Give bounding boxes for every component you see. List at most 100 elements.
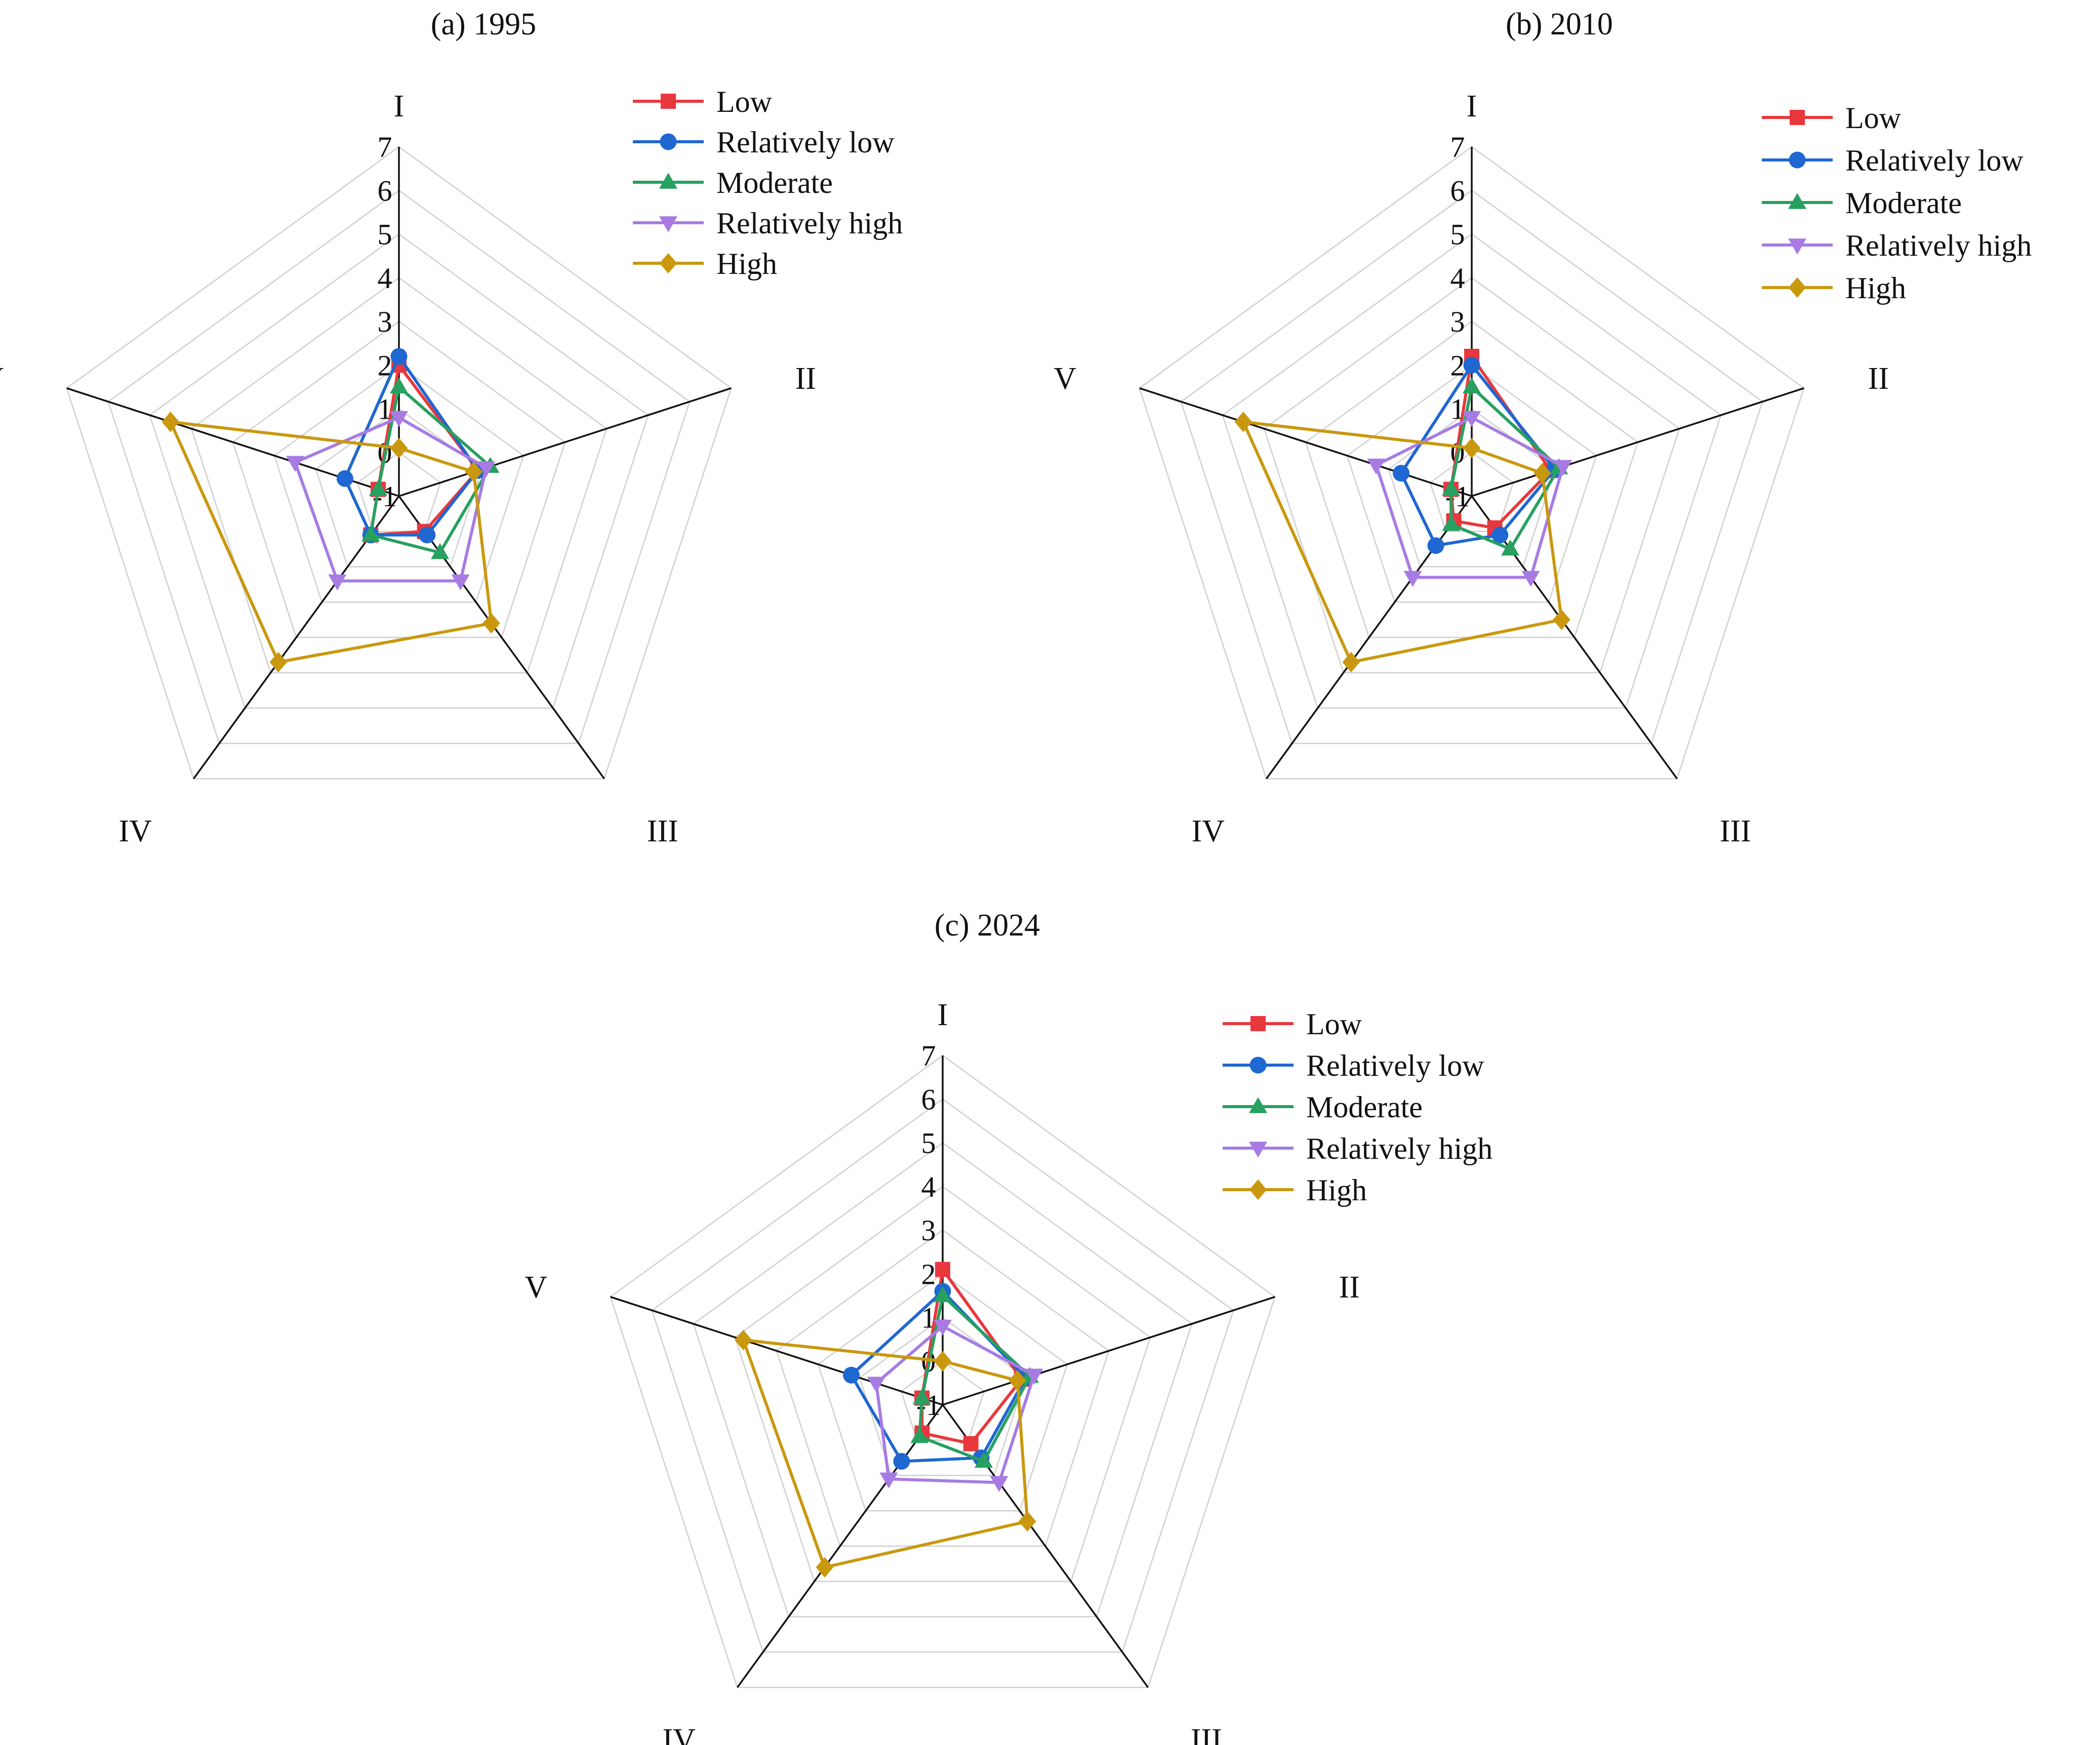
- grid-ring: [1180, 189, 1763, 744]
- axis-spoke: [737, 1404, 944, 1688]
- tick-label: 5: [378, 218, 392, 251]
- legend-marker: [1790, 110, 1805, 125]
- series-line-triangle-up: [1449, 385, 1561, 551]
- grid-ring: [66, 146, 732, 780]
- tick-label: 4: [378, 262, 392, 295]
- axis-spoke: [193, 495, 400, 780]
- legend-marker: [1788, 193, 1806, 209]
- grid-ring: [734, 1186, 1151, 1582]
- data-point: [990, 1476, 1008, 1492]
- axis-label: IV: [118, 814, 152, 848]
- tick-label: 4: [921, 1170, 936, 1203]
- data-point: [1342, 652, 1360, 673]
- data-point: [390, 437, 408, 459]
- grid-ring: [1346, 364, 1597, 603]
- legend-label: Relatively high: [1306, 1132, 1492, 1165]
- data-point: [361, 525, 380, 542]
- legend-marker: [1788, 238, 1806, 255]
- data-point: [336, 470, 353, 487]
- legend-label: Relatively low: [1306, 1049, 1484, 1082]
- axis-spoke: [1471, 495, 1678, 780]
- legend-marker: [1250, 1016, 1266, 1031]
- data-point: [328, 574, 347, 591]
- axis-label: V: [524, 1270, 547, 1305]
- tick-label: 7: [1450, 131, 1465, 164]
- data-point: [431, 543, 450, 559]
- axis-spoke: [1471, 387, 1804, 497]
- legend-label: High: [716, 247, 777, 280]
- data-point: [369, 479, 387, 496]
- legend-label: Low: [1845, 101, 1902, 135]
- data-point: [934, 1351, 952, 1371]
- data-point: [935, 1262, 950, 1277]
- tick-label: 7: [921, 1039, 936, 1072]
- data-point: [1463, 411, 1481, 427]
- data-point: [286, 456, 304, 472]
- series-line-diamond: [169, 420, 493, 664]
- legend-label: Moderate: [1306, 1090, 1423, 1124]
- tick-label: 4: [1450, 262, 1465, 295]
- axis-spoke: [398, 495, 605, 780]
- grid-ring: [693, 1142, 1193, 1617]
- grid-ring: [900, 1360, 985, 1441]
- panel-title: (c) 2024: [935, 908, 1040, 943]
- axis-label: I: [394, 89, 405, 124]
- legend-marker: [1249, 1057, 1267, 1074]
- series-line-triangle-down: [874, 1324, 1036, 1484]
- axis-spoke: [610, 1296, 943, 1406]
- tick-label: 3: [1450, 305, 1465, 338]
- tick-label: 6: [378, 174, 392, 207]
- data-point: [843, 1366, 860, 1384]
- series-line-diamond: [1241, 420, 1563, 664]
- legend-label: Moderate: [1845, 186, 1962, 220]
- data-point: [477, 461, 496, 477]
- tick-label: 6: [1450, 174, 1465, 207]
- data-point: [390, 377, 408, 394]
- grid-ring: [1139, 146, 1805, 780]
- tick-label: 2: [1450, 349, 1465, 382]
- tick-label: 2: [921, 1257, 936, 1290]
- data-point: [1441, 479, 1460, 496]
- data-point: [879, 1472, 898, 1489]
- data-point: [1393, 465, 1410, 482]
- data-point: [451, 574, 470, 591]
- grid-ring: [1222, 233, 1722, 709]
- grid-ring: [356, 452, 441, 533]
- legend-label: Low: [1306, 1007, 1362, 1041]
- data-point: [1403, 571, 1422, 587]
- series-line-diamond: [742, 1338, 1029, 1569]
- data-point: [1463, 437, 1481, 459]
- grid-ring: [232, 320, 566, 638]
- axis-label: III: [1191, 1723, 1222, 1745]
- data-point: [735, 1329, 752, 1351]
- tick-label: 5: [1450, 218, 1465, 251]
- tick-label: 3: [378, 305, 392, 338]
- tick-label: 6: [921, 1083, 936, 1116]
- data-point: [1554, 460, 1572, 476]
- legend-label: Relatively high: [716, 207, 903, 240]
- legend-label: Relatively low: [1845, 144, 2024, 177]
- data-point: [1008, 1370, 1026, 1391]
- series-line-circle: [343, 355, 479, 537]
- axis-label: III: [1720, 814, 1751, 848]
- grid-ring: [776, 1229, 1110, 1547]
- axis-label: V: [1054, 361, 1076, 396]
- axis-label: II: [1339, 1270, 1360, 1305]
- data-point: [390, 411, 408, 427]
- series-line-triangle-up: [369, 385, 492, 554]
- data-point: [1234, 412, 1253, 432]
- legend-marker: [1249, 1097, 1267, 1113]
- panel-title: (a) 1995: [431, 7, 536, 42]
- legend-marker: [659, 173, 677, 189]
- axis-label: I: [938, 998, 948, 1032]
- axis-label: V: [0, 361, 4, 396]
- data-point: [1533, 463, 1551, 483]
- series-line-triangle-up: [918, 1294, 1032, 1463]
- data-point: [1553, 609, 1570, 630]
- tick-label: 7: [378, 131, 392, 164]
- grid-ring: [1263, 277, 1680, 674]
